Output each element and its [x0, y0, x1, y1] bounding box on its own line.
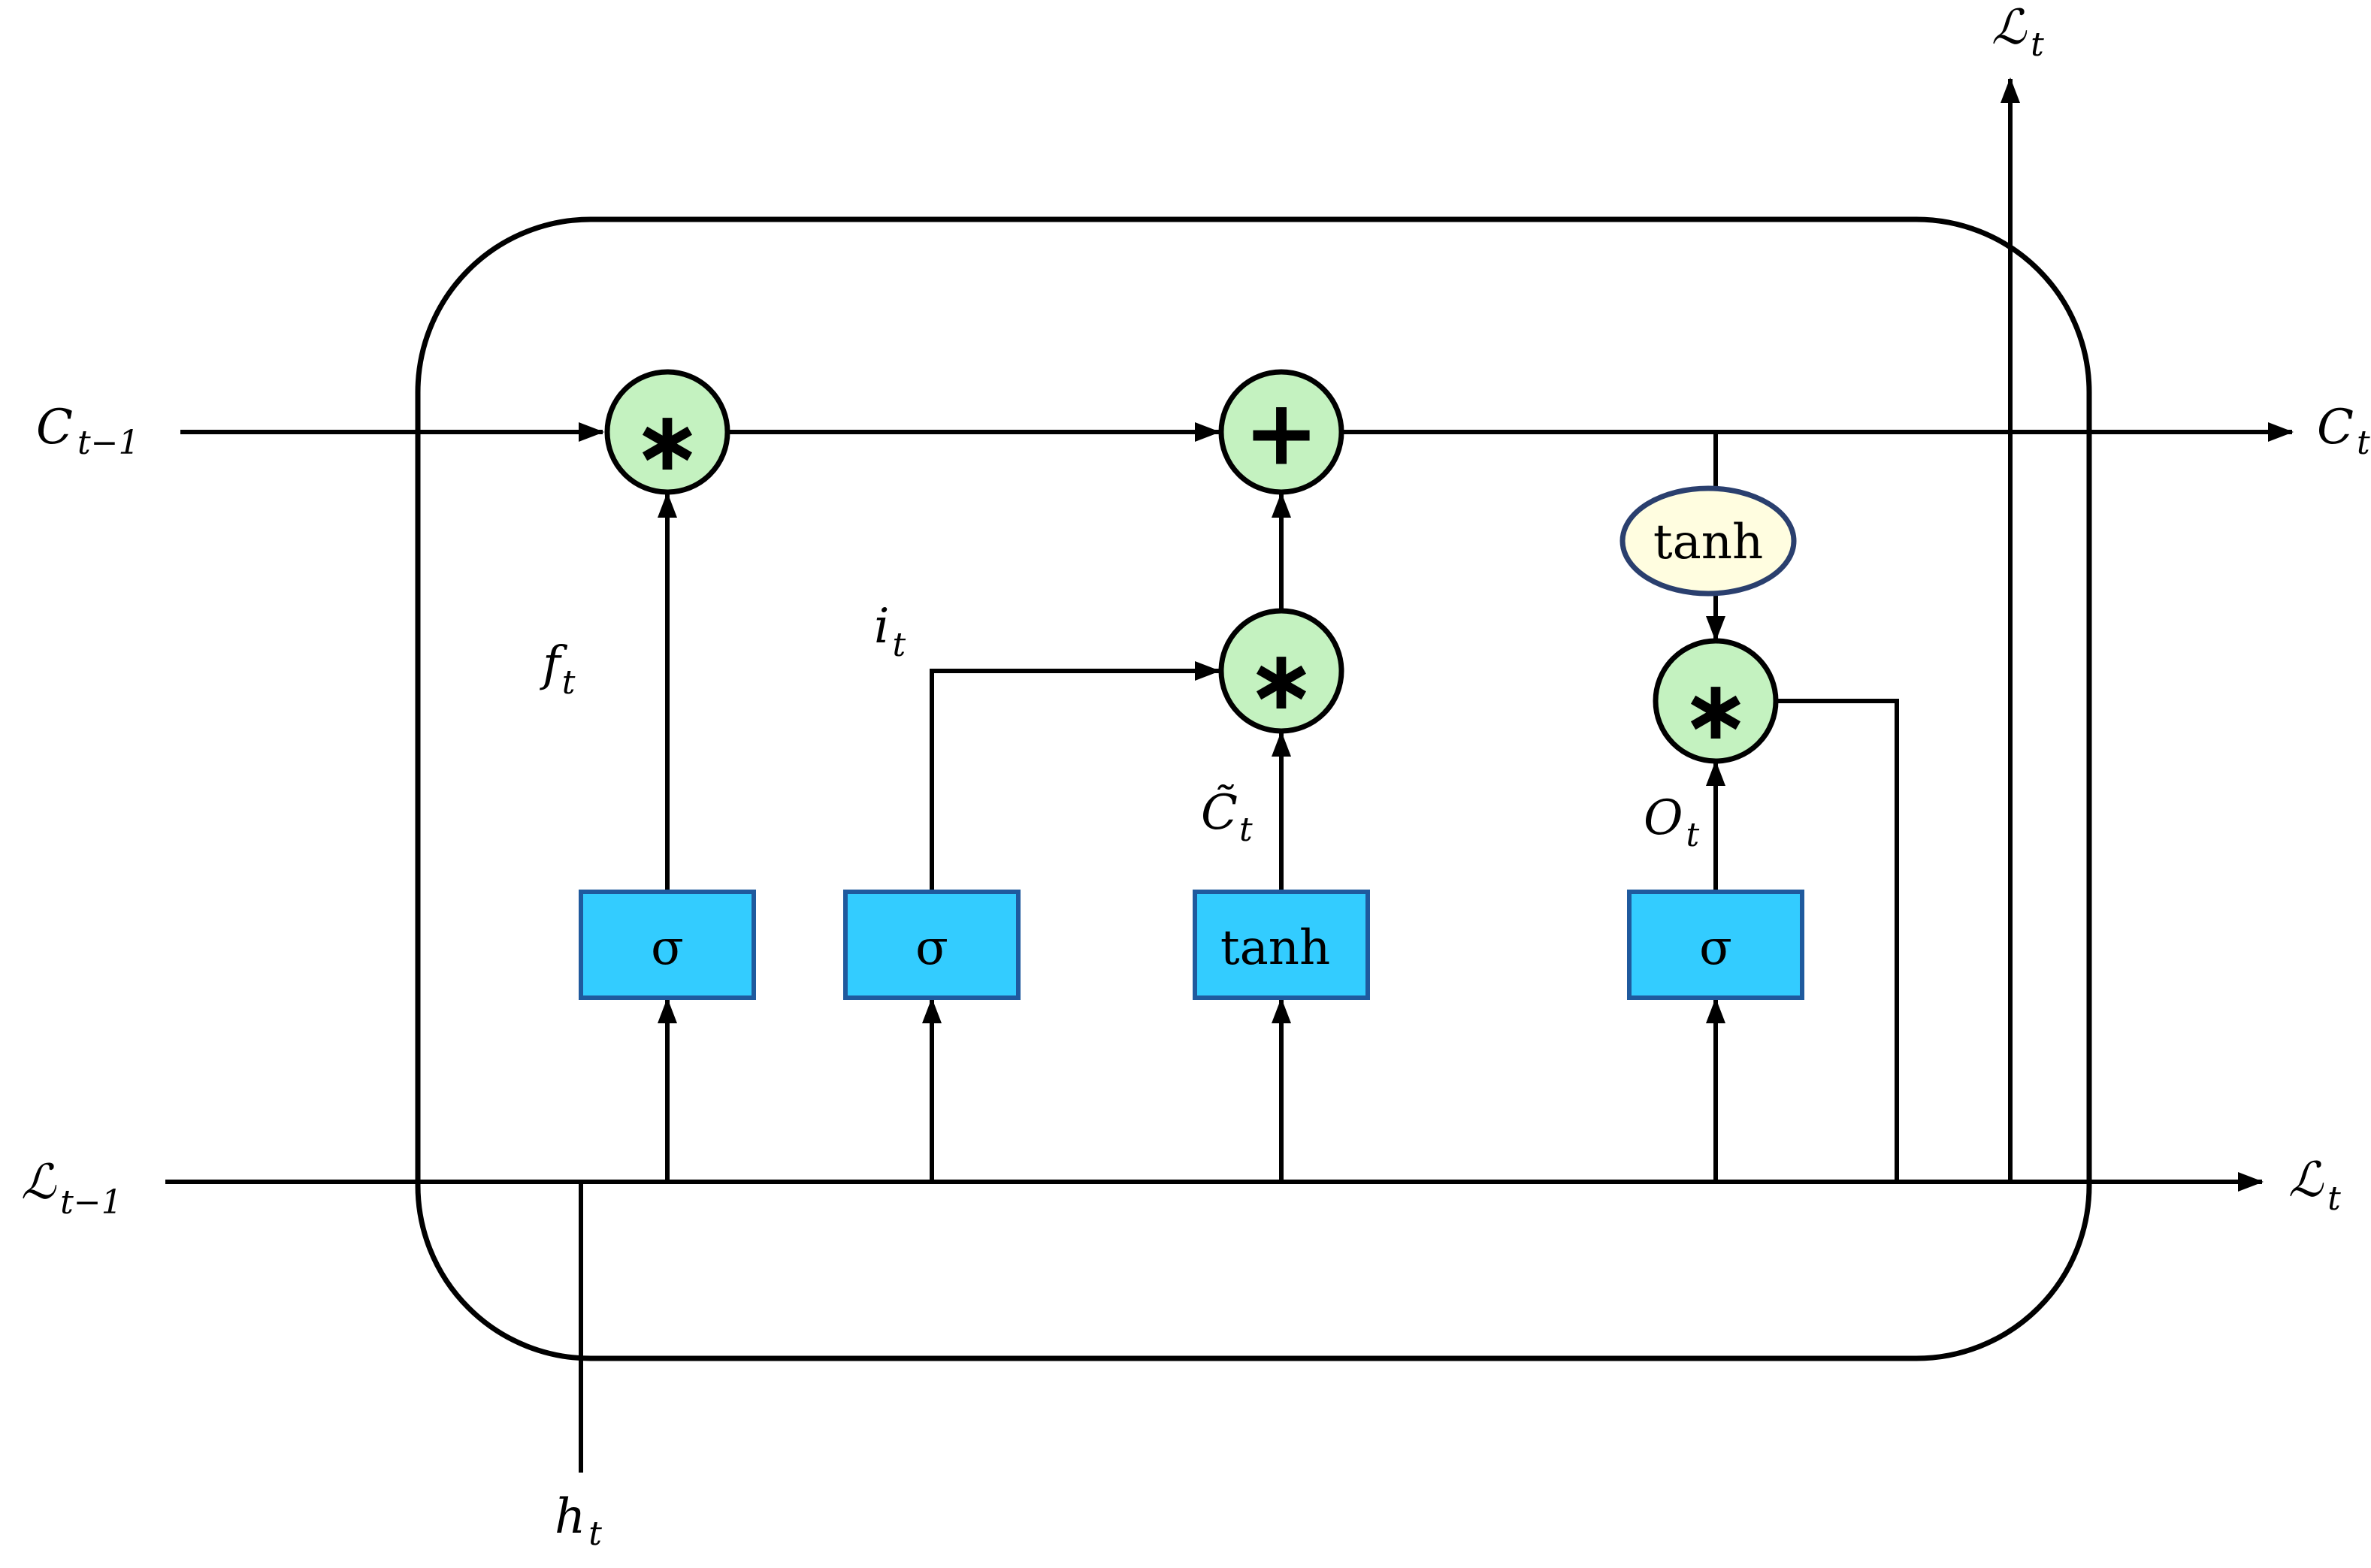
- input-gate-activation: σ: [915, 920, 948, 976]
- output-multiply-operator: ∗: [1653, 638, 1779, 764]
- cell-tanh-label: tanh: [1653, 515, 1763, 570]
- forget-gate-activation: σ: [651, 920, 684, 976]
- candidate-gate-activation: tanh: [1220, 920, 1330, 976]
- forget-gate-box: σ: [579, 890, 756, 1000]
- cell-tanh-ellipse: tanh: [1619, 485, 1797, 597]
- cell-state-output-label: Ct: [2317, 400, 2370, 462]
- input-gate-output-line: [930, 661, 1220, 890]
- forget-multiply-operator: ∗: [604, 369, 730, 495]
- cell-add-operator: +: [1218, 369, 1344, 495]
- input-gate-label: it: [874, 599, 906, 664]
- input-gate-box: σ: [843, 890, 1021, 1000]
- output-gate-activation: σ: [1699, 920, 1732, 976]
- hidden-output-line: [1777, 699, 1899, 1182]
- forget-multiply-symbol: ∗: [633, 393, 702, 489]
- forget-gate-label: ft: [540, 636, 576, 702]
- cell-add-symbol: +: [1244, 382, 1320, 486]
- input-multiply-symbol: ∗: [1247, 632, 1316, 728]
- input-multiply-operator: ∗: [1218, 608, 1344, 734]
- hidden-input-label: ht: [555, 1489, 602, 1553]
- cell-boundary: [415, 216, 2092, 1361]
- candidate-label: C̃t: [1201, 784, 1253, 849]
- candidate-gate-box: tanh: [1193, 890, 1370, 1000]
- output-gate-label: Ot: [1644, 790, 1699, 854]
- output-gate-box: σ: [1627, 890, 1804, 1000]
- output-multiply-symbol: ∗: [1681, 662, 1750, 758]
